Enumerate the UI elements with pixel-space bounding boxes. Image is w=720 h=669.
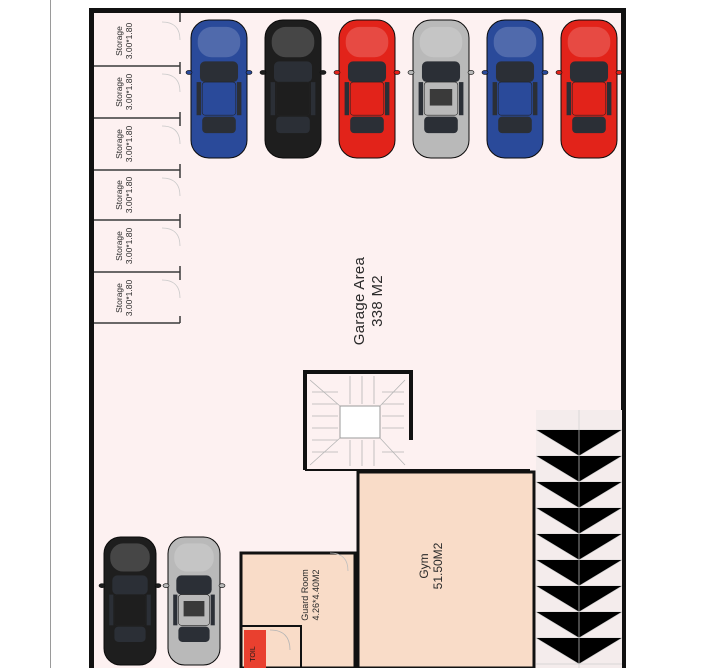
storage-size: 3.00*1.80	[124, 279, 134, 317]
storage-room-2-label: Storage 3.00*1.80	[114, 62, 136, 122]
storage-name: Storage	[114, 231, 124, 261]
gym-area-value: 51.50M2	[431, 542, 445, 590]
outer-walls	[89, 8, 626, 668]
sport-car-icon	[333, 19, 401, 159]
sport-car-icon	[259, 19, 327, 159]
garage-name: Garage Area	[351, 256, 368, 346]
sport-car-icon	[98, 536, 162, 666]
sport-car-icon	[185, 19, 253, 159]
toilet-room	[240, 625, 302, 668]
suv-icon	[162, 536, 226, 666]
storage-name: Storage	[114, 77, 124, 107]
parked-cars-top-row	[185, 19, 623, 159]
guard-room-name: Guard Room	[300, 569, 310, 621]
sport-car-icon	[481, 19, 549, 159]
storage-name: Storage	[114, 283, 124, 313]
ramp	[535, 410, 623, 668]
gym-room	[356, 470, 536, 668]
garage-area-label: Garage Area 338 M2	[351, 236, 391, 366]
storage-door-swings	[161, 21, 181, 299]
storage-room-5-label: Storage 3.00*1.80	[114, 216, 136, 276]
garage-area-value: 338 M2	[369, 275, 386, 327]
storage-size: 3.00*1.80	[124, 227, 134, 265]
guard-room-label: Guard Room 4.26*4.40M2	[300, 540, 324, 650]
storage-partitions	[94, 13, 181, 324]
toilet-label: TOIL	[250, 646, 257, 662]
gym-label: Gym 51.50M2	[417, 516, 449, 616]
storage-size: 3.00*1.80	[124, 73, 134, 111]
stair-core	[303, 370, 530, 471]
gym-name: Gym	[417, 553, 431, 579]
storage-room-6-label: Storage 3.00*1.80	[114, 268, 136, 328]
guard-room-size: 4.26*4.40M2	[311, 569, 321, 621]
suv-icon	[407, 19, 475, 159]
page-margin-line	[50, 0, 51, 668]
parked-cars-bottom-row	[98, 536, 226, 666]
sport-car-icon	[555, 19, 623, 159]
